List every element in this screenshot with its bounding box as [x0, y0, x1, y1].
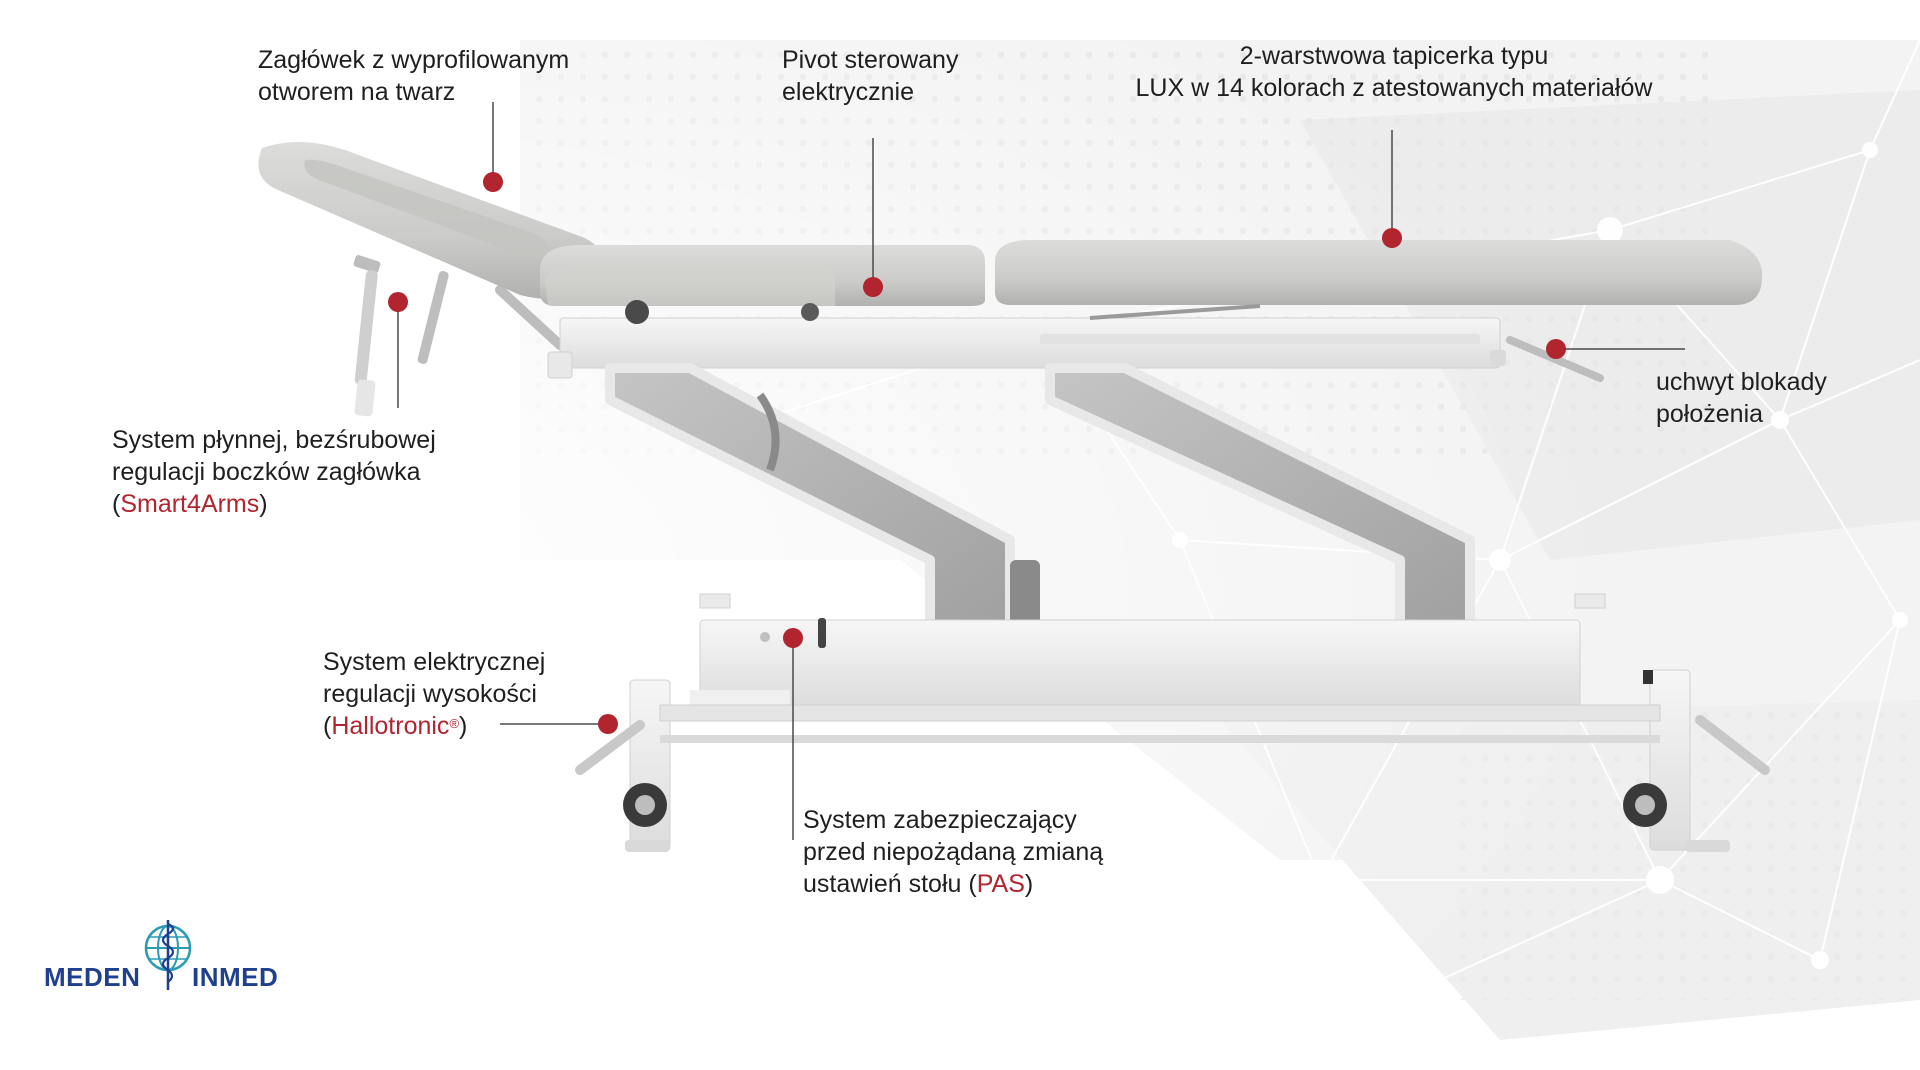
label-pas: System zabezpieczający przed niepożądaną…	[803, 804, 1103, 900]
label-upholstery-line1: 2-warstwowa tapicerka typu	[1239, 42, 1549, 70]
marker-pivot	[863, 277, 883, 297]
label-hallotronic: System elektrycznej regulacji wysokości …	[323, 646, 545, 742]
globe-caduceus-icon	[144, 920, 192, 990]
marker-lock-handle	[1546, 339, 1566, 359]
label-upholstery-line2: LUX w 14 kolorach z atestowanych materia…	[1135, 74, 1653, 102]
label-headrest: Zagłówek z wyprofilowanym otworem na twa…	[258, 44, 569, 108]
label-smart4arms-line1: System płynnej, bezśrubowej	[112, 426, 436, 454]
label-headrest-line1: Zagłówek z wyprofilowanym	[258, 46, 570, 74]
registered-mark: ®	[449, 716, 460, 731]
label-smart4arms: System płynnej, bezśrubowej regulacji bo…	[112, 424, 436, 520]
label-hallotronic-line3: (Hallotronic®)	[323, 712, 468, 740]
scissor-lift	[605, 363, 1475, 665]
marker-headrest	[483, 172, 503, 192]
callout-markers	[388, 172, 1566, 734]
marker-hallotronic	[598, 714, 618, 734]
main-cushion	[995, 240, 1763, 305]
label-upholstery: 2-warstwowa tapicerka typu LUX w 14 kolo…	[1104, 40, 1684, 104]
label-headrest-line2: otworem na twarz	[258, 78, 456, 106]
logo-text-right: INMED	[192, 962, 279, 992]
base-frame	[575, 593, 1770, 851]
label-pivot-line2: elektrycznie	[782, 78, 914, 106]
label-pas-line2: przed niepożądaną zmianą	[803, 838, 1104, 866]
brand-hallotronic: Hallotronic	[331, 712, 450, 740]
label-smart4arms-line3: (Smart4Arms)	[112, 490, 268, 518]
label-lock-handle-line2: położenia	[1656, 400, 1764, 428]
label-pivot-line1: Pivot sterowany	[782, 46, 959, 74]
label-smart4arms-line2: regulacji boczków zagłówka	[112, 458, 421, 486]
brand-pas: PAS	[976, 870, 1025, 898]
label-pas-line3: ustawień stołu (PAS)	[803, 870, 1034, 898]
brand-smart4arms: Smart4Arms	[120, 490, 260, 518]
label-pas-line1: System zabezpieczający	[803, 806, 1077, 834]
headrest-cushion	[258, 141, 603, 299]
middle-cushions	[540, 245, 985, 306]
top-frame	[547, 300, 1604, 382]
label-lock-handle: uchwyt blokady położenia	[1656, 366, 1827, 430]
headrest-arms	[353, 255, 565, 417]
logo-text-left: MEDEN	[44, 962, 141, 992]
label-hallotronic-line2: regulacji wysokości	[323, 680, 537, 708]
label-pivot: Pivot sterowany elektrycznie	[782, 44, 958, 108]
marker-smart4arms	[388, 292, 408, 312]
marker-pas	[783, 628, 803, 648]
label-hallotronic-line1: System elektrycznej	[323, 648, 546, 676]
meden-inmed-logo: MEDEN INMED	[44, 918, 294, 998]
callout-lines	[397, 102, 1685, 840]
wheels	[623, 783, 1730, 852]
label-lock-handle-line1: uchwyt blokady	[1656, 368, 1827, 396]
marker-upholstery	[1382, 228, 1402, 248]
